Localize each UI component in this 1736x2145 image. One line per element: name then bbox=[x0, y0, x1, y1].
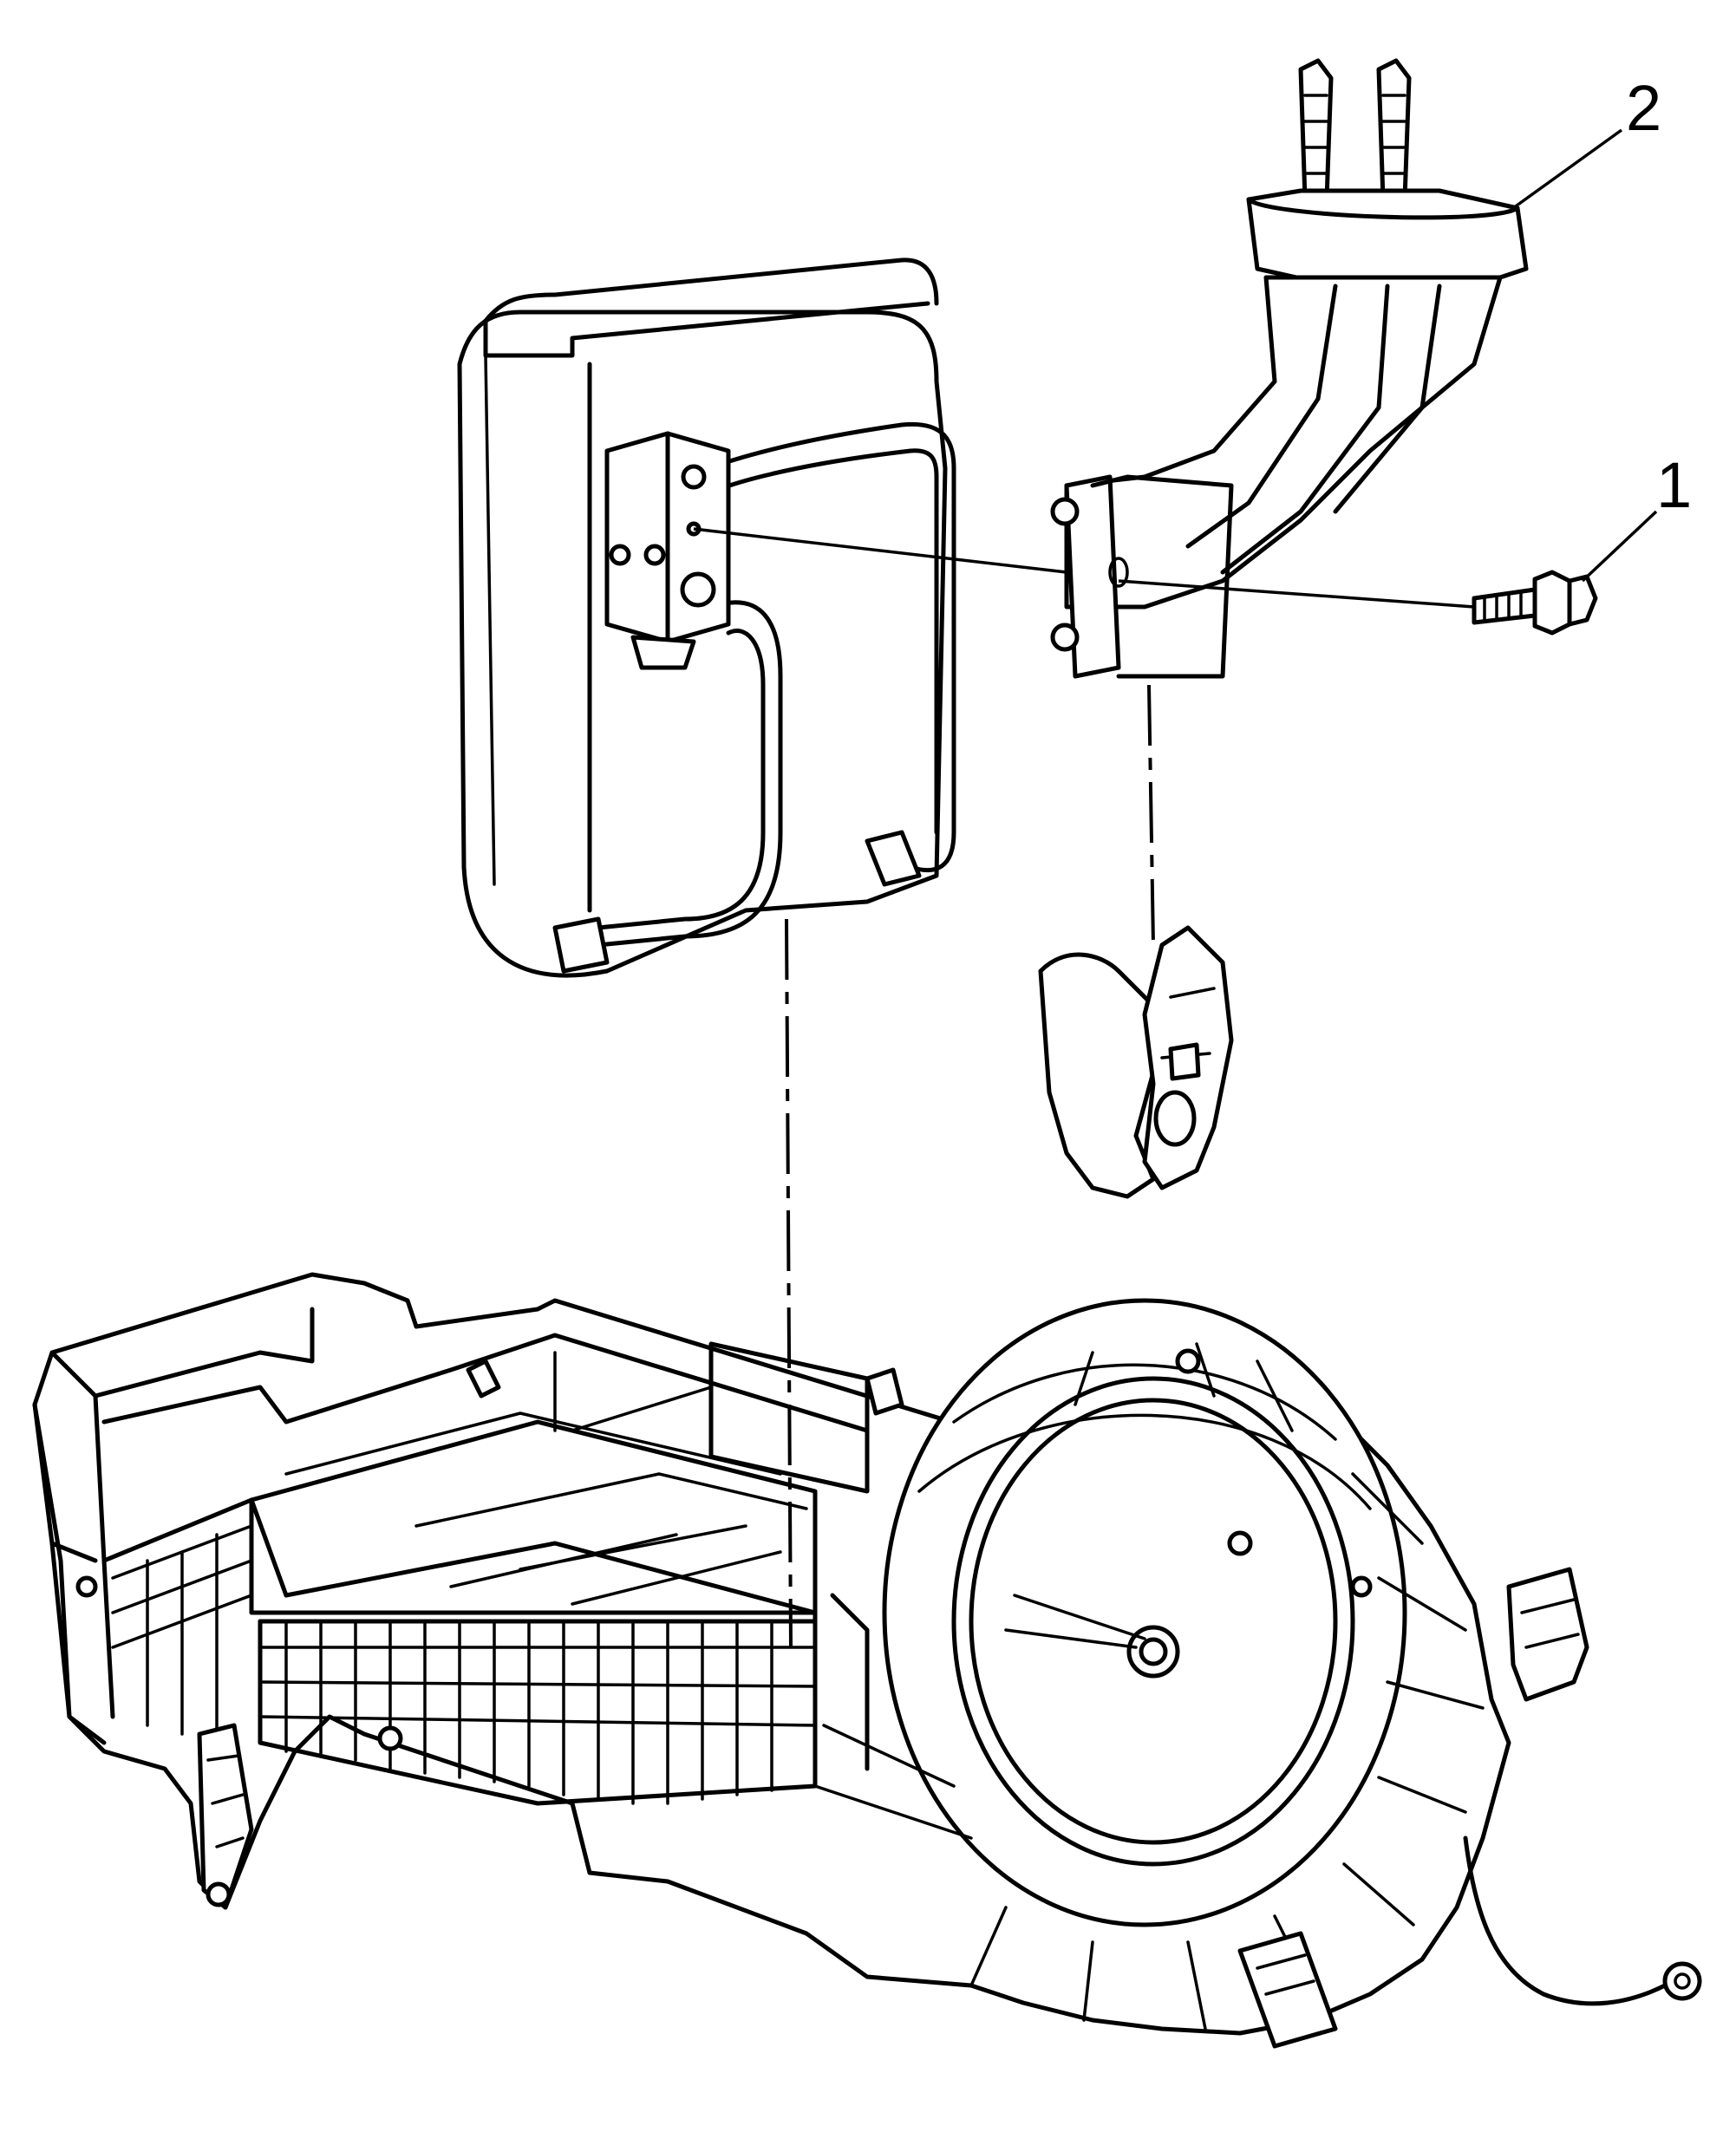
bolt bbox=[1472, 570, 1598, 636]
seal-bracket bbox=[1038, 925, 1234, 1199]
callout-2: 2 bbox=[1511, 72, 1661, 210]
alignment-lines bbox=[693, 527, 1475, 1648]
callout-1-label: 1 bbox=[1656, 449, 1692, 521]
blower-housing bbox=[813, 1298, 1702, 2049]
evaporator-tube-assembly bbox=[1050, 58, 1529, 679]
callout-2-label: 2 bbox=[1626, 72, 1661, 144]
callout-1: 1 bbox=[1581, 449, 1692, 583]
evaporator-core bbox=[457, 258, 956, 978]
